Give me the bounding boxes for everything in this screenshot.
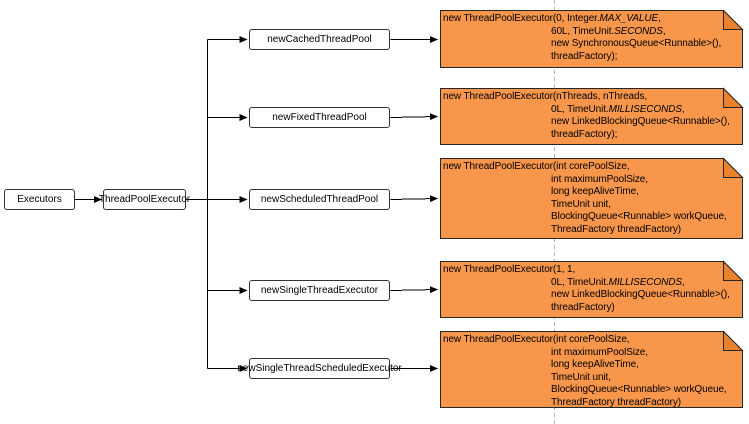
note5-fold-corner (723, 330, 744, 351)
note1-code-text: new ThreadPoolExecutor(0, Integer.MAX_VA… (443, 13, 739, 63)
code-segment: ThreadFactory threadFactory) (551, 223, 682, 235)
code-segment: new ThreadPoolExecutor(int corePoolSize, (443, 334, 630, 345)
code-segment: int maximumPoolSize, (551, 173, 648, 185)
code-segment: threadFactory) (551, 301, 615, 313)
node-newscheduledthreadpool: newScheduledThreadPool (249, 189, 390, 210)
code-segment: , (662, 25, 666, 37)
node-newcachedthreadpool: newCachedThreadPool (249, 29, 390, 50)
code-segment: BlockingQueue<Runnable> workQueue, (551, 384, 727, 395)
code-segment: threadFactory); (551, 50, 618, 62)
code-segment: new ThreadPoolExecutor(int corePoolSize, (443, 161, 630, 172)
code-segment: long keepAliveTime, (551, 359, 639, 370)
note3-shape (440, 158, 743, 239)
note2-shape (440, 88, 743, 145)
note2-fold-corner (723, 87, 744, 108)
code-segment: threadFactory); (551, 128, 618, 140)
code-segment: ThreadFactory threadFactory) (551, 396, 682, 408)
code-segment: MAX_VALUE (599, 13, 659, 24)
code-segment: TimeUnit unit, (551, 371, 611, 383)
node-newsinglethreadscheduledexecutor: newSingleThreadScheduledExecutor (237, 358, 402, 379)
edge-newfixedthreadpool-to-note2 (390, 113, 438, 121)
code-segment: new ThreadPoolExecutor(0, Integer. (443, 13, 600, 24)
note5-shape (440, 331, 743, 408)
note3-fold-corner (723, 157, 744, 178)
node-newsinglethreadexecutor: newSingleThreadExecutor (249, 280, 390, 301)
node-threadpoolexecutor: ThreadPoolExecutor (99, 189, 190, 210)
code-segment: MILLISECONDS (608, 103, 682, 115)
node-executors: Executors (4, 189, 75, 210)
edges (75, 36, 438, 372)
code-segment: new LinkedBlockingQueue<Runnable>(), (551, 289, 730, 300)
code-segment: new LinkedBlockingQueue<Runnable>(), (551, 116, 730, 127)
code-segment: SECONDS (614, 25, 663, 37)
code-segment: new ThreadPoolExecutor(nThreads, nThread… (443, 91, 648, 102)
code-segment: , (681, 276, 685, 288)
edge-newscheduledthreadpool-to-note3 (390, 195, 438, 203)
note5-code-text: new ThreadPoolExecutor(int corePoolSize,… (443, 334, 739, 409)
code-segment: new SynchronousQueue<Runnable>(), (551, 38, 722, 49)
note3-code-text: new ThreadPoolExecutor(int corePoolSize,… (443, 161, 739, 236)
note1-shape (440, 10, 743, 68)
code-segment: , (681, 103, 685, 115)
node-newfixedthreadpool: newFixedThreadPool (249, 107, 390, 128)
code-segment: MILLISECONDS (608, 276, 682, 288)
code-segment: new ThreadPoolExecutor(1, 1, (443, 264, 576, 275)
code-segment: , (658, 13, 661, 24)
edge-newsinglethreadexecutor-to-note4 (390, 286, 438, 294)
note-shapes (440, 9, 744, 408)
code-segment: 60L, TimeUnit. (551, 25, 615, 37)
code-segment: BlockingQueue<Runnable> workQueue, (551, 211, 727, 222)
code-segment: 0L, TimeUnit. (551, 103, 609, 115)
code-segment: TimeUnit unit, (551, 198, 611, 210)
note4-fold-corner (723, 260, 744, 281)
note1-fold-corner (723, 9, 744, 30)
note2-code-text: new ThreadPoolExecutor(nThreads, nThread… (443, 91, 739, 141)
code-segment: int maximumPoolSize, (551, 346, 648, 358)
note4-code-text: new ThreadPoolExecutor(1, 1,0L, TimeUnit… (443, 264, 739, 314)
code-segment: long keepAliveTime, (551, 186, 639, 197)
note4-shape (440, 261, 743, 318)
code-segment: 0L, TimeUnit. (551, 276, 609, 288)
